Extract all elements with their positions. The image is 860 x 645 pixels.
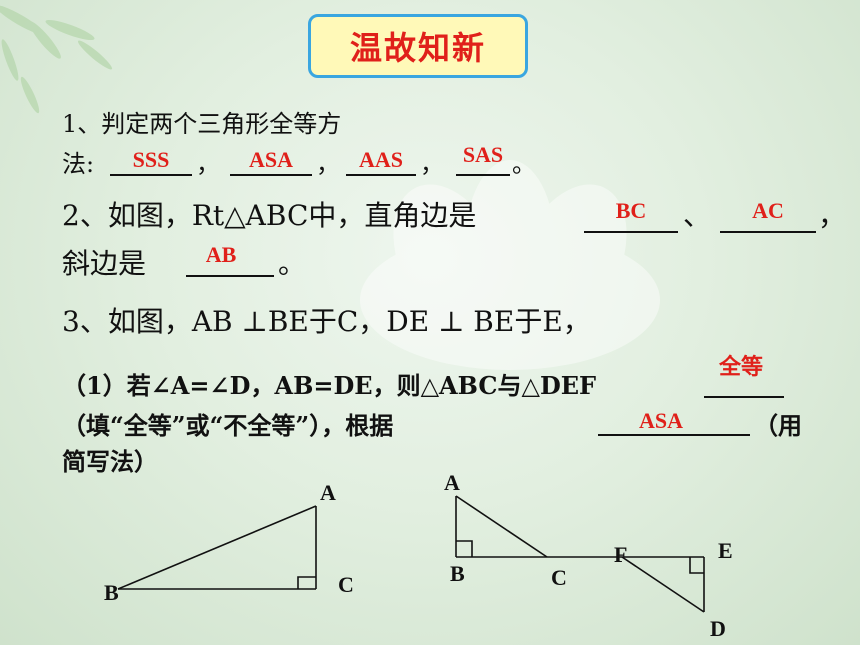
- q2-blank-leg1: [584, 231, 678, 233]
- q1-answer-3: AAS: [358, 147, 403, 172]
- q1-sep-2: ，: [316, 150, 340, 178]
- fig2-label-c: C: [551, 565, 567, 590]
- fig2-right-angle-mark-c: [456, 540, 473, 557]
- q2-blank-leg2: [720, 231, 816, 233]
- q1-blank-3: [346, 174, 416, 176]
- fig1-segment-ab: [117, 505, 317, 590]
- slide-title: 温故知新: [349, 29, 486, 67]
- fig2-right-angle-mark-e: [689, 557, 704, 574]
- q2-line1: 2、如图，Rt△ABC中，直角边是: [62, 199, 477, 232]
- q4-blank-congruent: [704, 396, 784, 398]
- q1-answer-2: ASA: [248, 147, 293, 172]
- q4-line3: 简写法）: [62, 447, 158, 476]
- q2-end2: 。: [278, 247, 307, 280]
- fig2-label-e: E: [718, 538, 733, 563]
- q1-blank-1: [110, 174, 192, 176]
- q1-answer-4: SAS: [462, 142, 504, 167]
- q1-sep-1: ，: [196, 150, 220, 178]
- q2-answer-leg1: BC: [615, 198, 647, 223]
- fig2-segment-fd: [621, 556, 705, 613]
- q2-end1: ，: [818, 199, 847, 232]
- q2-answer-leg2: AC: [752, 198, 784, 223]
- q2-answer-hyp: AB: [205, 242, 237, 267]
- q1-end: 。: [512, 150, 536, 178]
- fig1-label-c: C: [338, 572, 354, 597]
- q4-blank-criterion: [598, 434, 750, 436]
- q2-line2: 斜边是: [62, 247, 147, 280]
- q4-answer-congruent: 全等: [718, 355, 763, 380]
- q4-line2: （填“全等”或“不全等”），根据: [62, 411, 394, 440]
- q3-line: 3、如图，AB ⊥BE于C，DE ⊥ BE于E，: [62, 305, 591, 338]
- q2-blank-hyp: [186, 275, 274, 277]
- q4-line1: （1）若∠A=∠D，AB=DE，则△ABC与△DEF: [62, 371, 597, 400]
- q1-sep-3: ，: [420, 150, 444, 178]
- q1-line1: 1、判定两个三角形全等方: [62, 110, 342, 138]
- fig2-label-b: B: [450, 561, 465, 586]
- fig2-label-a: A: [444, 470, 460, 495]
- q2-sep: 、: [683, 199, 712, 232]
- fig1-label-b: B: [104, 580, 119, 605]
- fig1-label-a: A: [320, 480, 336, 505]
- fig1-right-angle-mark: [297, 576, 316, 589]
- q4-answer-criterion: ASA: [638, 408, 683, 433]
- q1-blank-2: [230, 174, 312, 176]
- q4-line2-end: （用: [754, 411, 802, 440]
- fig2-label-d: D: [710, 616, 726, 641]
- q1-blank-4: [456, 174, 510, 176]
- fig2-segment-ac: [455, 495, 548, 558]
- q1-answer-1: SSS: [132, 147, 170, 172]
- title-box: 温故知新: [308, 14, 528, 78]
- q1-line2-prefix: 法:: [62, 150, 95, 178]
- fig2-label-f: F: [614, 542, 628, 567]
